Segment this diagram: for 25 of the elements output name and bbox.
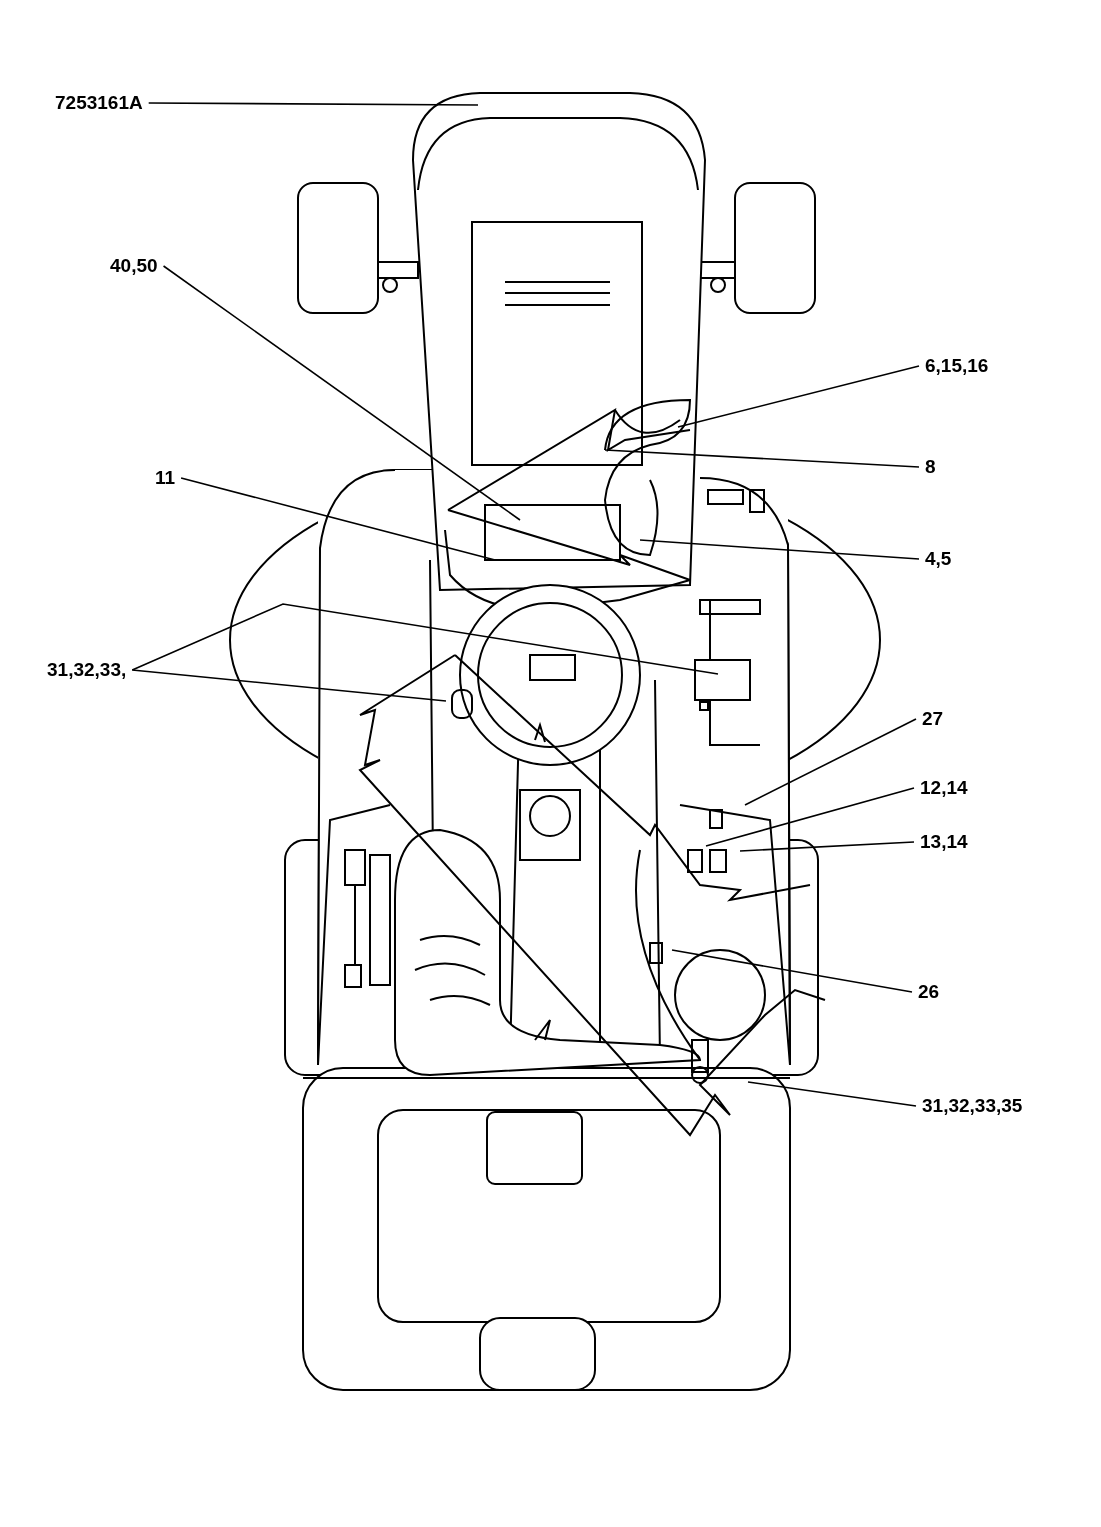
leader-line [162,265,521,521]
callout-number: 4,5 [925,548,952,570]
callout-number: 12,14 [920,777,968,799]
leader-line [604,449,920,468]
leader-line [739,841,915,852]
leader-line [131,669,447,702]
callout-number: 27 [922,708,944,730]
callout-number: 26 [918,981,940,1003]
leader-line [639,539,920,560]
callout-number: 31,32,33, [47,659,127,681]
leader-line [744,718,917,806]
leader-line [131,603,719,675]
leader-line [180,477,496,561]
callout-number: 11 [155,467,176,489]
callout-number: 13,14 [920,831,968,853]
callout-number: 6,15,16 [925,355,989,377]
leader-line [705,787,915,847]
callout-number: 40,50 [110,255,158,277]
leader-line [677,365,920,428]
callout-number: 8 [925,456,936,478]
leader-line [147,102,479,106]
callout-number: 31,32,33,35 [922,1095,1023,1117]
leader-line [671,949,913,993]
callout-number: 7253161A [55,92,143,114]
leader-line [747,1081,917,1107]
